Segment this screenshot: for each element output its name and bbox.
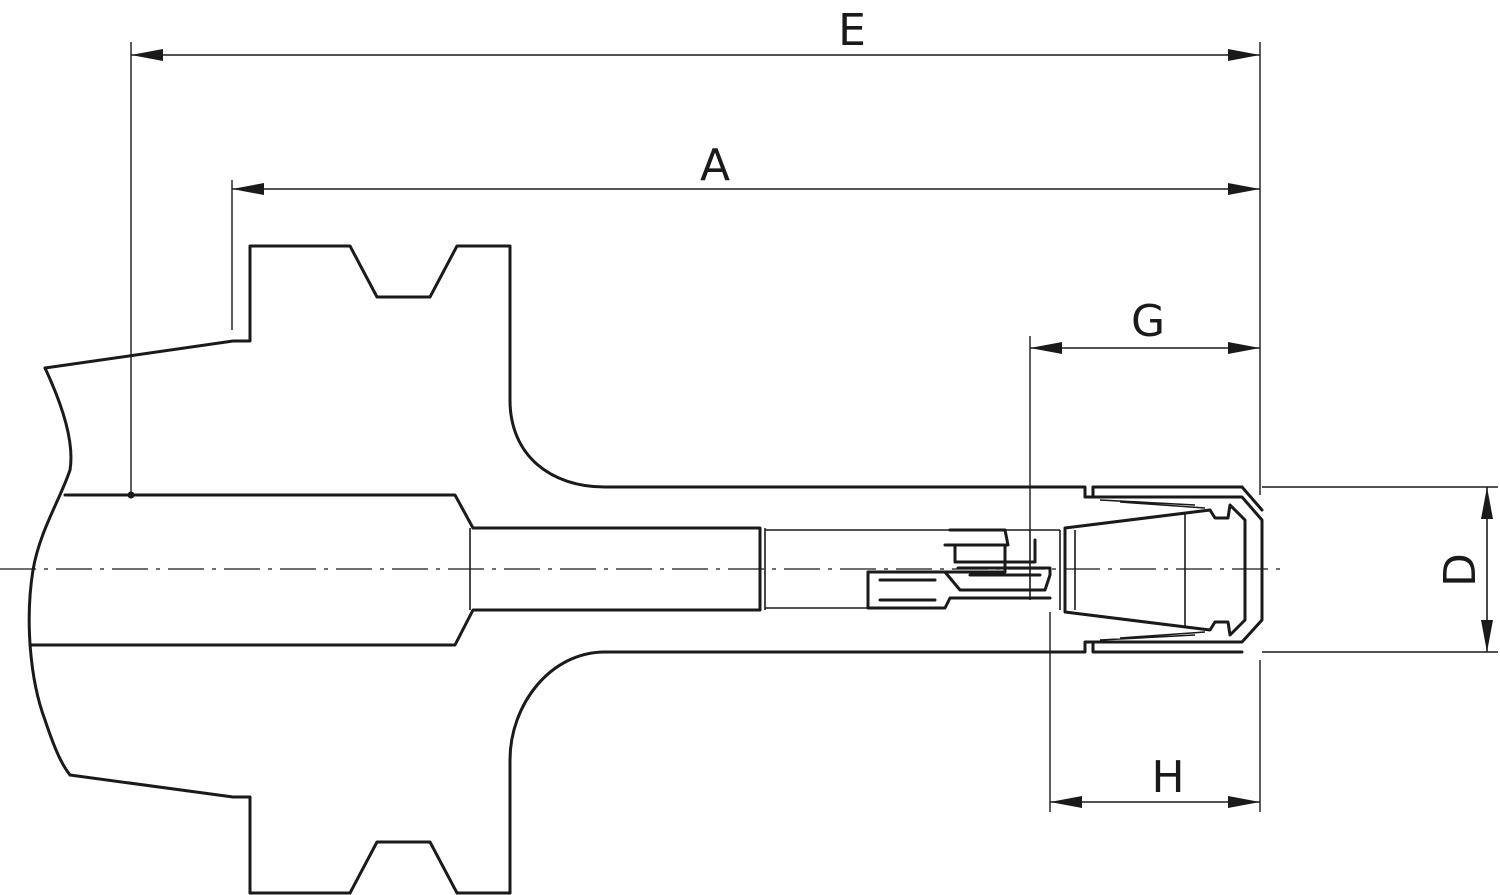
collet-body [1063,503,1247,637]
holder-body-upper [43,244,1244,499]
arrow-h-left [1050,796,1082,808]
dimension-g: G [1030,296,1260,354]
break-line-upper [31,366,73,572]
collet-slits [1074,499,1206,641]
arrow-e-left [131,49,163,61]
break-line-lower [27,568,72,777]
label-e: E [838,5,866,56]
arrow-d-bottom [1481,620,1493,652]
label-h: H [1151,752,1184,803]
stop-screw [866,528,1052,610]
dimension-d: D [1435,487,1493,652]
collet-nut [1091,485,1264,644]
arrow-a-right [1228,183,1260,195]
arrow-d-top [1481,487,1493,519]
arrow-a-left [232,183,264,195]
arrow-e-right [1228,49,1260,61]
label-d: D [1435,553,1486,587]
arrow-h-right [1228,796,1260,808]
arrow-g-right [1228,342,1260,354]
dimension-e: E [131,5,1260,61]
ext-point-e-left [127,491,135,499]
label-a: A [700,140,730,191]
bore-thin [765,529,1061,610]
label-g: G [1131,296,1165,347]
bore-outline [28,493,762,647]
dimension-a: A [232,140,1260,195]
dimension-h: H [1050,752,1260,808]
holder-body-lower [68,640,1244,895]
arrow-g-left [1030,342,1062,354]
